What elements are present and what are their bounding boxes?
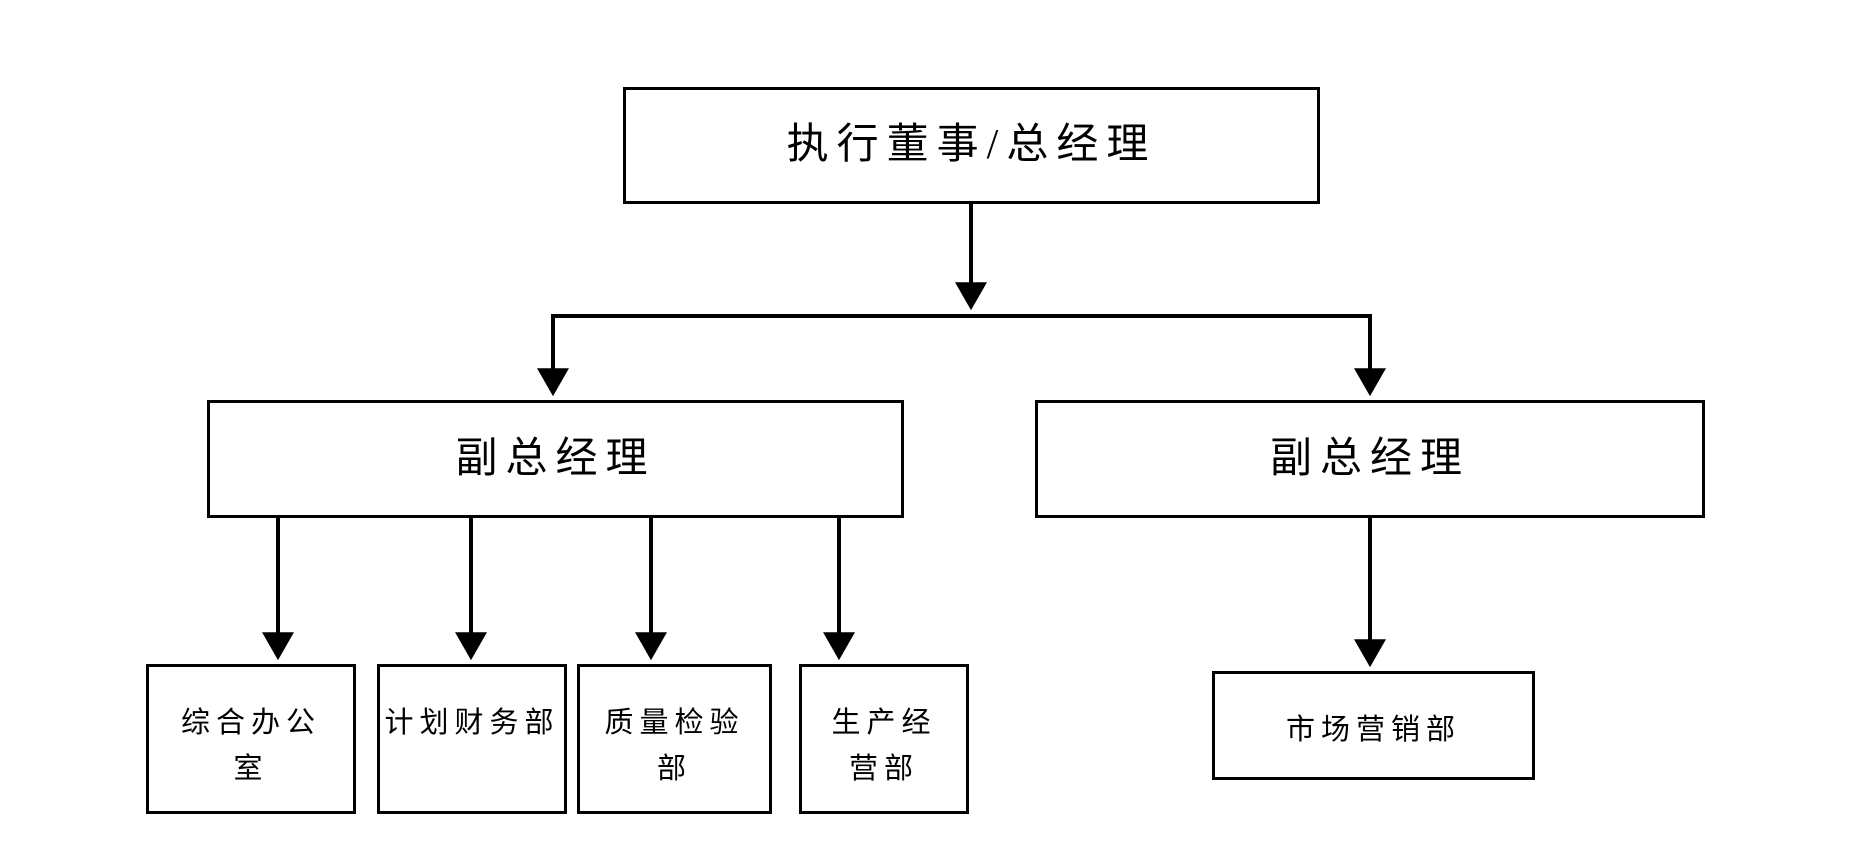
node-executive-director-general-manager: 执行董事/总经理 xyxy=(623,87,1320,204)
node-label-line: 营部 xyxy=(848,753,919,785)
node-deputy-general-manager-left: 副总经理 xyxy=(207,400,904,518)
node-deputy-general-manager-right: 副总经理 xyxy=(1035,400,1705,518)
node-label-line: 质量检验 xyxy=(604,707,745,739)
node-general-office: 综合办公室 xyxy=(146,664,356,814)
node-marketing-dept: 市场营销部 xyxy=(1212,671,1535,780)
node-label-line: 计划财务部 xyxy=(384,707,560,739)
node-label-line: 副总经理 xyxy=(455,435,656,482)
node-label-line: 市场营销部 xyxy=(1285,714,1461,746)
node-planning-finance-dept: 计划财务部 xyxy=(377,664,567,814)
node-production-operation-dept: 生产经营部 xyxy=(799,664,969,814)
node-label-line: 副总经理 xyxy=(1269,435,1470,482)
node-label-line: 综合办公 xyxy=(180,707,321,739)
node-label-line: 执行董事/总经理 xyxy=(786,122,1157,169)
node-label-line: 部 xyxy=(656,753,692,785)
node-quality-inspection-dept: 质量检验部 xyxy=(577,664,772,814)
node-label-line: 生产经 xyxy=(831,707,937,739)
node-label-line: 室 xyxy=(233,753,269,785)
